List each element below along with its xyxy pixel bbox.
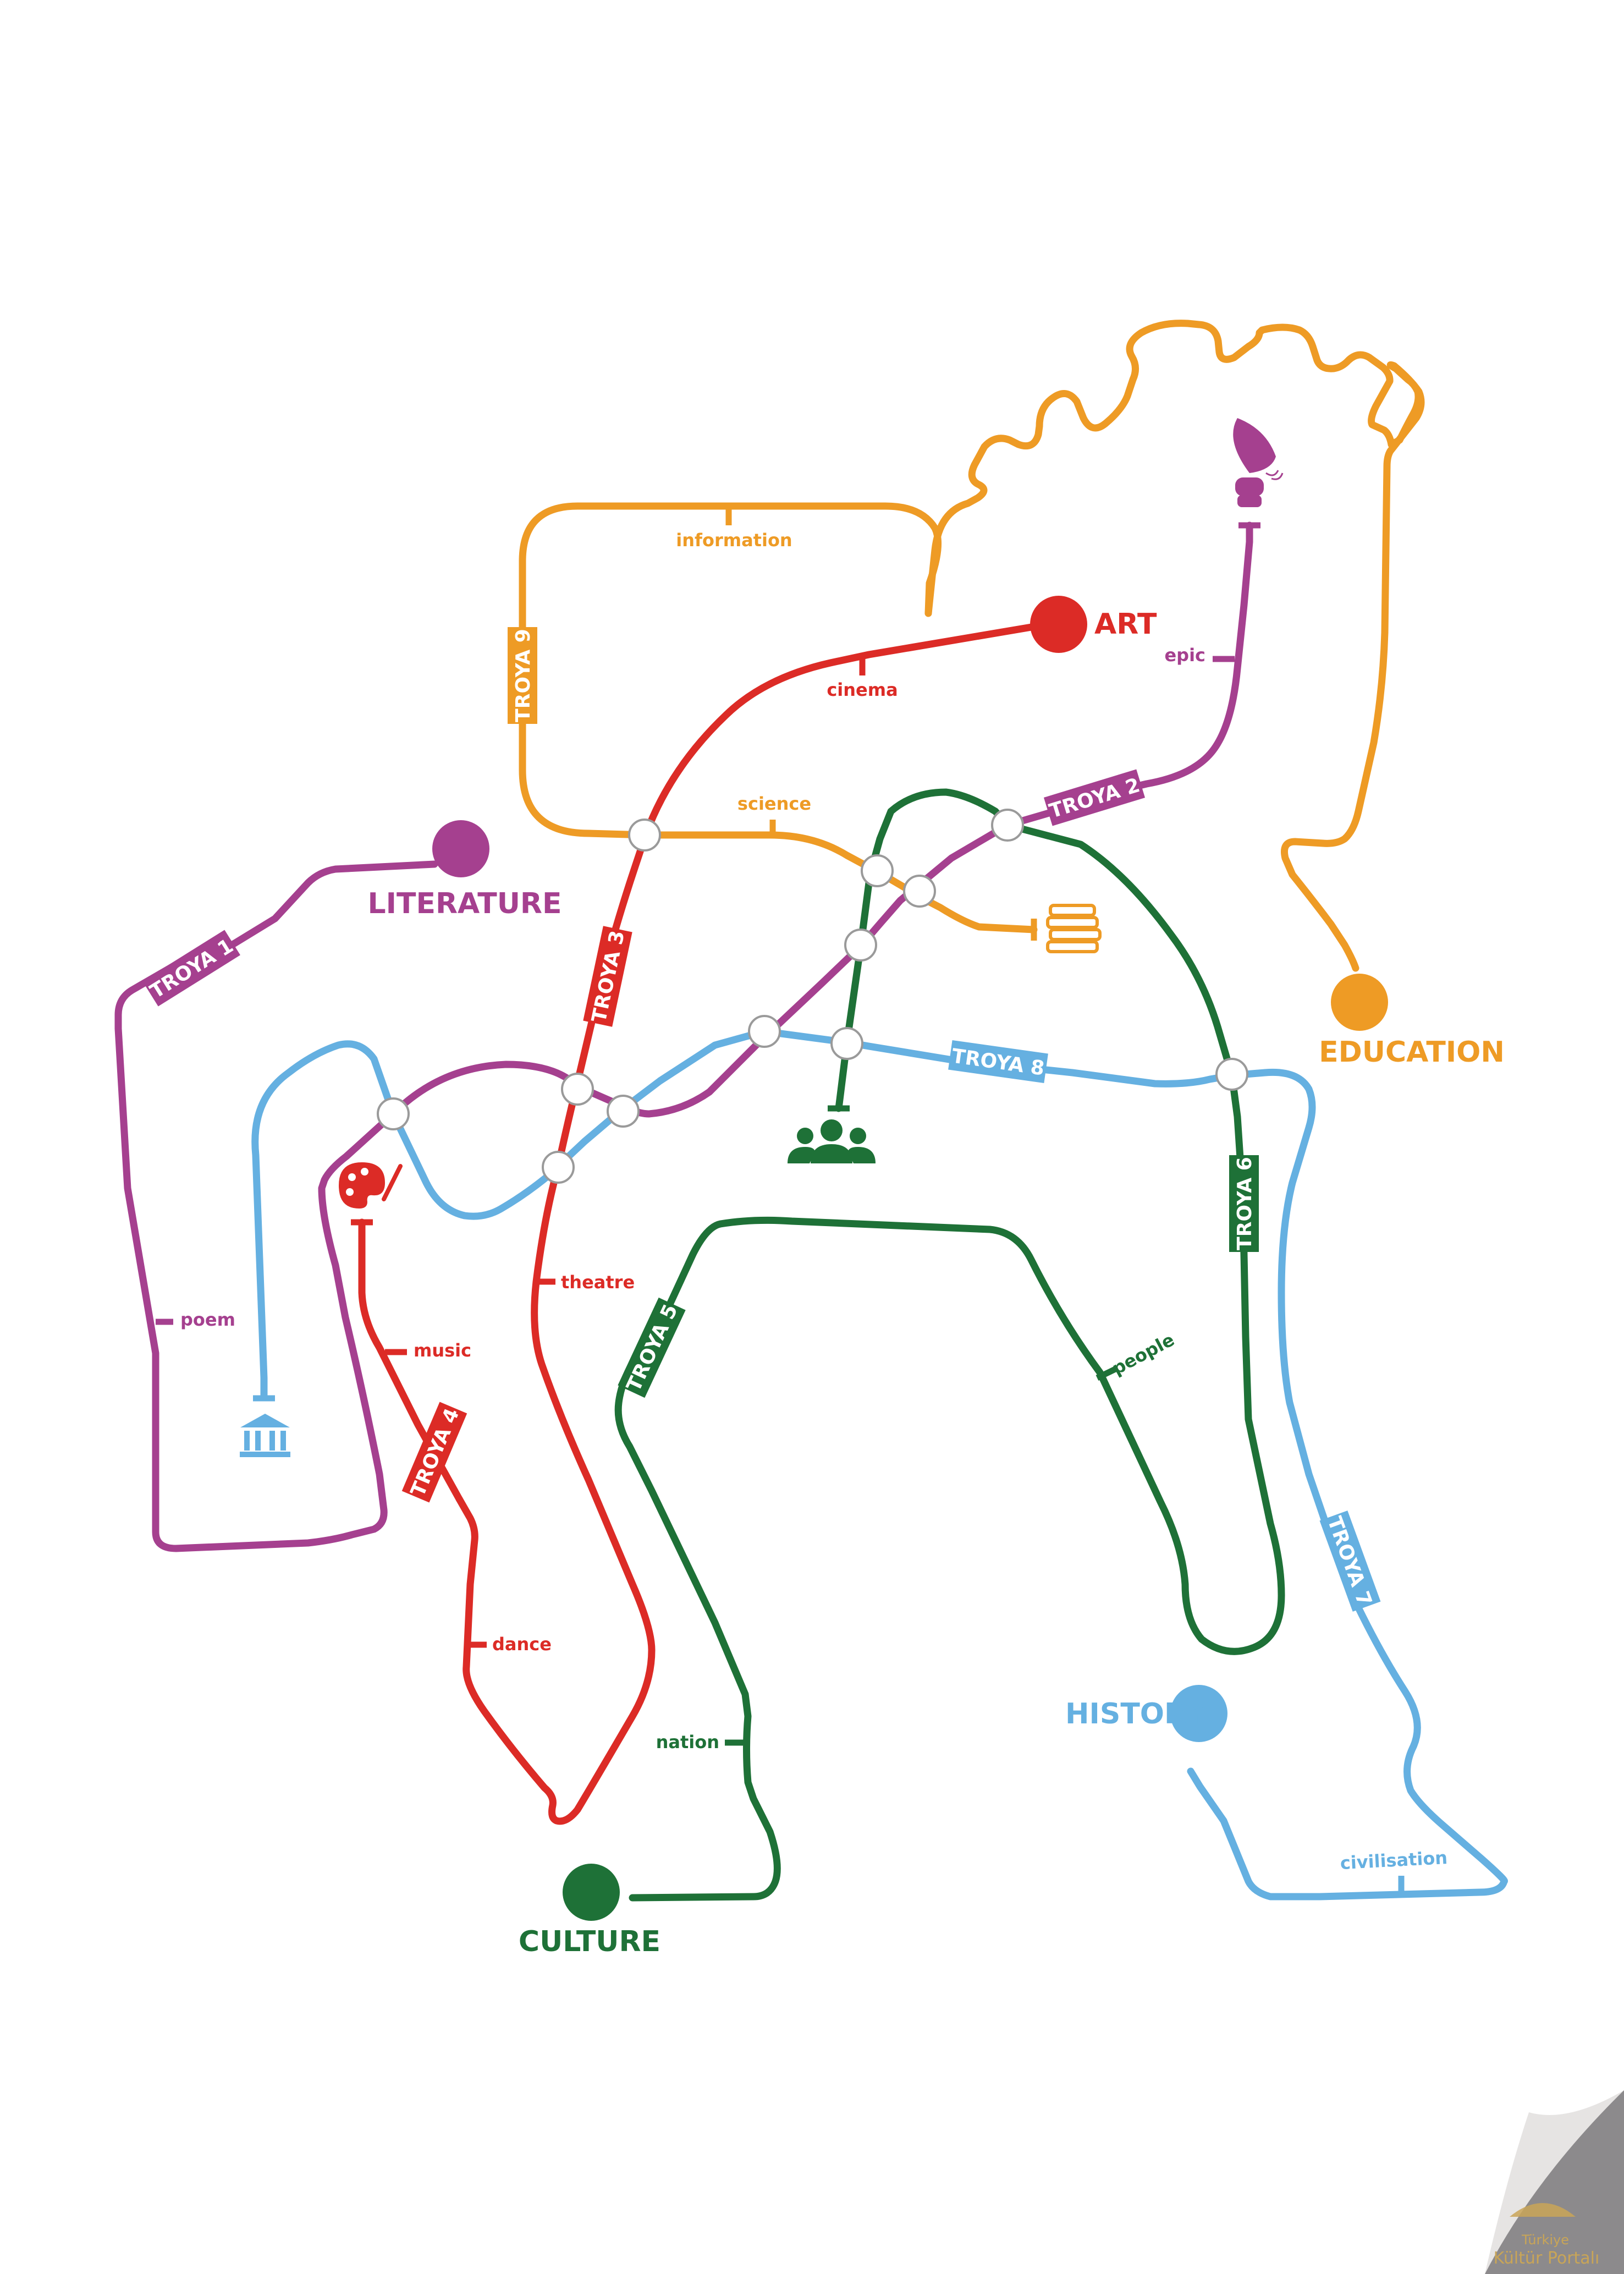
terminal-culture xyxy=(563,1864,620,1921)
route-troya4-red xyxy=(358,1218,463,1503)
interchange xyxy=(903,875,936,908)
stop-civilisation: civilisation xyxy=(1340,1847,1448,1874)
logo-line1: Türkiye xyxy=(1521,2232,1569,2248)
page-curl-fold xyxy=(1485,2090,1624,2274)
quill-inkpot-icon xyxy=(1233,418,1284,507)
tick-people xyxy=(1095,1366,1118,1381)
page-curl-corner xyxy=(1485,2090,1624,2274)
stop-music: music xyxy=(414,1340,471,1361)
badge-troya9: TROYA 9 xyxy=(508,627,537,724)
stop-cinema: cinema xyxy=(827,679,898,700)
stop-epic: epic xyxy=(1164,645,1205,666)
badge-troya3: TROYA 3 xyxy=(583,926,632,1027)
interchange xyxy=(830,1027,863,1060)
stop-theatre: theatre xyxy=(561,1272,635,1293)
badge-troya7: TROYA 7 xyxy=(1319,1510,1381,1612)
svg-text:TROYA 2: TROYA 2 xyxy=(1047,774,1142,823)
stop-people: people xyxy=(1109,1329,1178,1379)
stop-dance: dance xyxy=(492,1634,552,1655)
route-troya5-6-green xyxy=(614,788,1285,1902)
badge-troya5: TROYA 5 xyxy=(618,1297,686,1398)
book-stack-icon xyxy=(1046,904,1102,953)
stop-science: science xyxy=(737,793,811,814)
interchange xyxy=(561,1073,594,1106)
kultur-portali-logo: Türkiye Kültür Portalı xyxy=(1494,2203,1600,2268)
terminal-culture-label: CULTURE xyxy=(519,1925,660,1958)
interchange xyxy=(607,1095,640,1128)
stop-poem: poem xyxy=(180,1309,235,1330)
stop-nation: nation xyxy=(656,1732,719,1753)
badge-troya6: TROYA 6 xyxy=(1229,1155,1259,1252)
palette-brush-icon xyxy=(339,1162,403,1209)
route-education-orange xyxy=(924,320,1425,972)
terminal-education-label: EDUCATION xyxy=(1319,1036,1505,1069)
terminal-art-label: ART xyxy=(1094,608,1157,641)
interchange xyxy=(1215,1058,1248,1091)
route-troya3-red xyxy=(455,620,1052,1825)
badge-troya2: TROYA 2 xyxy=(1043,769,1146,826)
people-group-icon xyxy=(788,1119,876,1163)
interchange xyxy=(844,929,877,962)
interchange xyxy=(628,819,661,852)
svg-text:TROYA 1: TROYA 1 xyxy=(146,935,238,1003)
badge-troya1: TROYA 1 xyxy=(142,930,240,1007)
interchange xyxy=(861,854,894,887)
badge-troya8: TROYA 8 xyxy=(948,1040,1048,1083)
interchange xyxy=(991,809,1024,842)
interchange xyxy=(748,1015,781,1048)
stop-information: information xyxy=(676,530,792,551)
terminal-education xyxy=(1331,974,1388,1031)
interchange xyxy=(377,1097,410,1130)
terminal-history-label: HISTORY xyxy=(1065,1698,1206,1731)
terminal-literature-label: LITERATURE xyxy=(368,887,562,920)
route-troya2-purple xyxy=(389,521,1253,1118)
terminal-literature xyxy=(432,820,489,877)
terminal-history xyxy=(1170,1685,1227,1742)
svg-text:TROYA 9: TROYA 9 xyxy=(512,629,535,722)
museum-icon xyxy=(240,1414,290,1457)
route-troya9-orange xyxy=(519,502,1038,933)
logo-line2: Kültür Portalı xyxy=(1494,2249,1600,2268)
svg-text:TROYA 6: TROYA 6 xyxy=(1234,1157,1256,1250)
interchange xyxy=(542,1151,575,1184)
terminal-art xyxy=(1030,596,1087,653)
